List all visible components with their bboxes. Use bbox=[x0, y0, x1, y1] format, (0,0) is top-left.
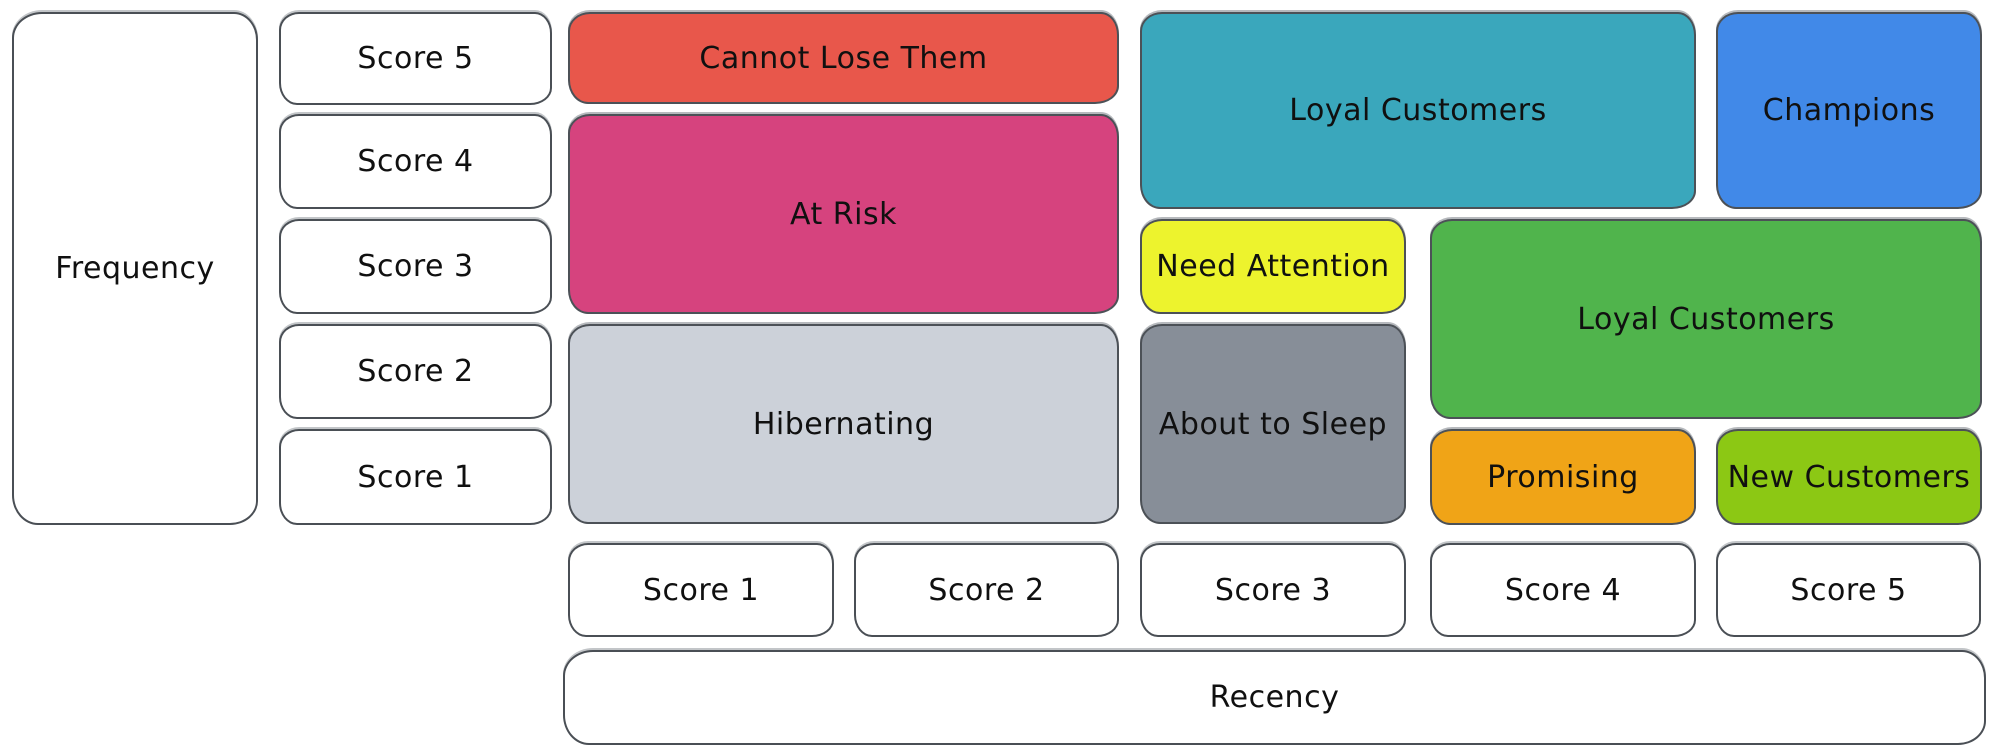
segment-loyal-customers-upper-label: Loyal Customers bbox=[1289, 93, 1547, 128]
segment-at-risk: At Risk bbox=[568, 114, 1119, 314]
recency-score-3-box: Score 3 bbox=[1140, 543, 1406, 637]
recency-score-2-label: Score 2 bbox=[928, 572, 1045, 608]
recency-score-3-label: Score 3 bbox=[1214, 572, 1332, 608]
frequency-axis-box: Frequency bbox=[12, 12, 258, 525]
frequency-score-3-box: Score 3 bbox=[279, 219, 552, 314]
segment-need-attention: Need Attention bbox=[1140, 219, 1406, 314]
segment-loyal-customers-lower: Loyal Customers bbox=[1430, 219, 1982, 419]
segment-hibernating-label: Hibernating bbox=[752, 406, 935, 442]
segment-loyal-customers-lower-label: Loyal Customers bbox=[1577, 301, 1835, 337]
segment-promising-label: Promising bbox=[1487, 459, 1639, 495]
segment-champions-label: Champions bbox=[1762, 93, 1936, 128]
recency-score-4-label: Score 4 bbox=[1504, 572, 1622, 608]
frequency-score-2-box: Score 2 bbox=[279, 324, 552, 419]
frequency-score-4-label: Score 4 bbox=[357, 144, 474, 179]
segment-promising: Promising bbox=[1430, 429, 1696, 525]
segment-cannot-lose-them: Cannot Lose Them bbox=[568, 12, 1119, 104]
segment-cannot-lose-them-label: Cannot Lose Them bbox=[699, 40, 988, 76]
segment-loyal-customers-upper: Loyal Customers bbox=[1140, 12, 1696, 209]
segment-hibernating: Hibernating bbox=[568, 324, 1119, 524]
recency-score-5-label: Score 5 bbox=[1790, 572, 1907, 608]
frequency-score-1-label: Score 1 bbox=[357, 459, 474, 495]
segment-new-customers-label: New Customers bbox=[1727, 459, 1971, 495]
frequency-axis-label: Frequency bbox=[55, 251, 215, 286]
segment-at-risk-label: At Risk bbox=[790, 196, 897, 232]
frequency-score-5-box: Score 5 bbox=[279, 12, 552, 105]
recency-score-1-box: Score 1 bbox=[568, 543, 834, 637]
frequency-score-2-label: Score 2 bbox=[357, 354, 474, 389]
segment-champions: Champions bbox=[1716, 12, 1982, 209]
frequency-score-1-box: Score 1 bbox=[279, 429, 552, 525]
frequency-score-3-label: Score 3 bbox=[357, 249, 474, 284]
segment-new-customers: New Customers bbox=[1716, 429, 1982, 525]
recency-score-1-label: Score 1 bbox=[642, 572, 760, 608]
segment-need-attention-label: Need Attention bbox=[1156, 249, 1390, 284]
frequency-score-4-box: Score 4 bbox=[279, 114, 552, 209]
recency-score-5-box: Score 5 bbox=[1716, 543, 1981, 637]
recency-score-4-box: Score 4 bbox=[1430, 543, 1696, 637]
recency-axis-box: Recency bbox=[563, 650, 1986, 745]
segment-about-to-sleep: About to Sleep bbox=[1140, 324, 1406, 524]
segment-about-to-sleep-label: About to Sleep bbox=[1158, 406, 1388, 442]
recency-axis-label: Recency bbox=[1209, 680, 1340, 715]
recency-score-2-box: Score 2 bbox=[854, 543, 1119, 637]
frequency-score-5-label: Score 5 bbox=[357, 41, 474, 76]
